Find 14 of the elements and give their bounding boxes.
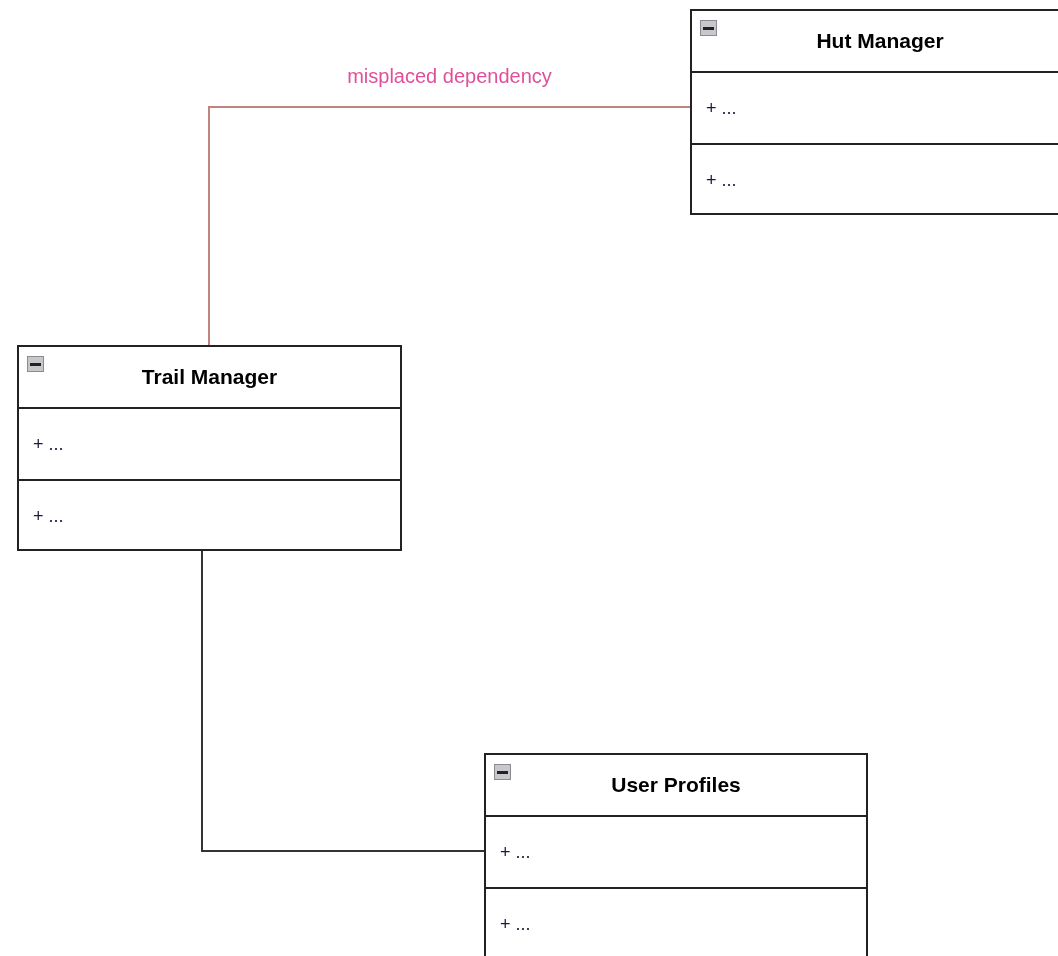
member-text: + ... — [33, 432, 64, 456]
connector-line — [208, 106, 691, 346]
class-box — [690, 9, 1058, 215]
member-text: + ... — [706, 96, 737, 120]
class-box — [484, 753, 868, 956]
class-box — [17, 345, 402, 551]
connector-line — [201, 550, 485, 852]
member-text: + ... — [500, 840, 531, 864]
class-name: User Profiles — [611, 772, 741, 799]
member-text: + ... — [500, 912, 531, 936]
member-text: + ... — [706, 168, 737, 192]
class-name: Hut Manager — [816, 28, 944, 55]
member-text: + ... — [33, 504, 64, 528]
class-name: Trail Manager — [141, 364, 278, 391]
